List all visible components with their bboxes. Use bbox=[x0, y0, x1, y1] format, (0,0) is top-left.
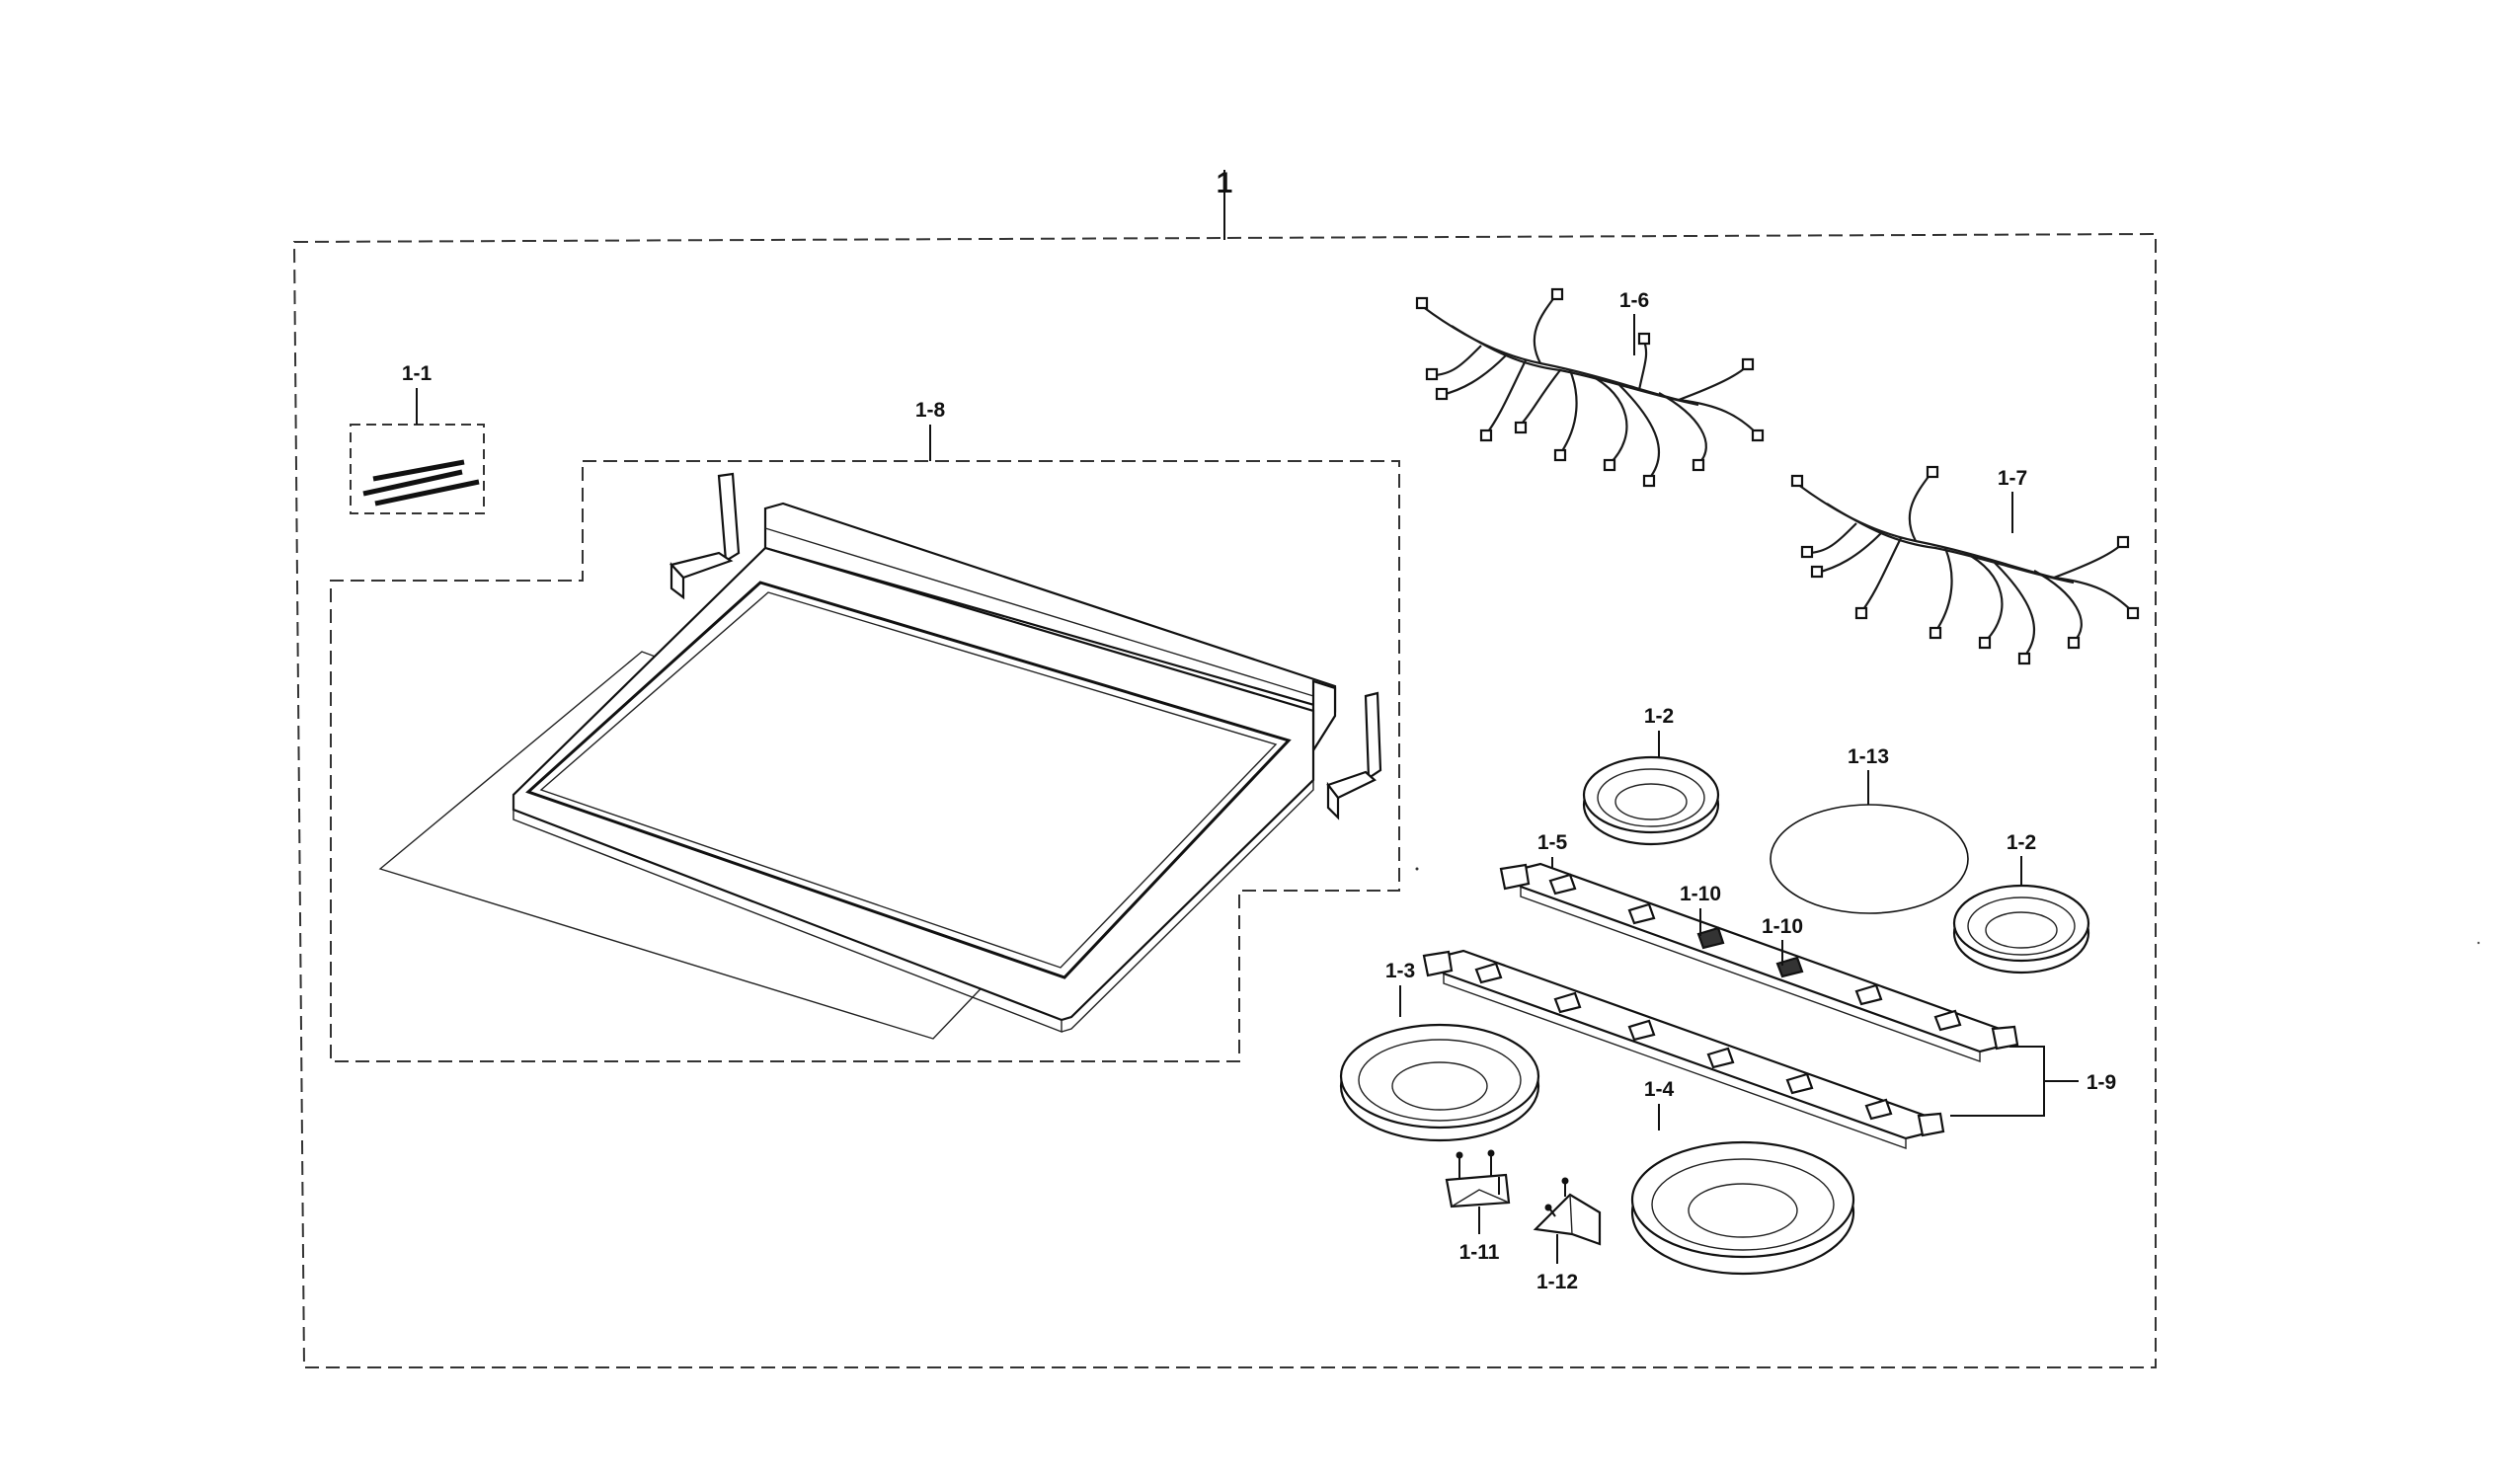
part-1-7-wire-harness: 1-7 bbox=[1790, 465, 2140, 665]
part-1-13-warming-disc: 1-13 bbox=[1770, 745, 1969, 914]
label-1-13: 1-13 bbox=[1848, 745, 1889, 768]
part-1-8-cooktop: 1-8 bbox=[330, 399, 1400, 1062]
label-1-10-b: 1-10 bbox=[1762, 915, 1803, 938]
label-1-6: 1-6 bbox=[1619, 289, 1649, 312]
label-1-5: 1-5 bbox=[1537, 831, 1568, 854]
assembly-1-boundary: 1 bbox=[292, 167, 2157, 1368]
label-1-2-right: 1-2 bbox=[2007, 831, 2036, 854]
part-1-12-bracket: 1-12 bbox=[1533, 1177, 1602, 1293]
label-1-11: 1-11 bbox=[1459, 1241, 1500, 1264]
part-1-1-rods: 1-1 bbox=[350, 362, 485, 514]
label-1-7: 1-7 bbox=[1998, 467, 2027, 490]
part-1-9-support-bracket: 1-9 bbox=[1422, 949, 2116, 1149]
part-1-2-burner-ring-top: 1-2 bbox=[1582, 705, 1720, 846]
part-1-2-burner-ring-right: 1-2 bbox=[1952, 831, 2090, 974]
label-1-2: 1-2 bbox=[1644, 705, 1674, 728]
label-1-1: 1-1 bbox=[402, 362, 433, 385]
label-1-9: 1-9 bbox=[2087, 1071, 2116, 1094]
part-1-4-burner-ring-xlarge: 1-4 bbox=[1630, 1078, 1855, 1276]
label-1: 1 bbox=[1217, 167, 1233, 199]
scan-speck bbox=[2477, 941, 2481, 945]
label-1-4: 1-4 bbox=[1644, 1078, 1675, 1101]
part-1-5-support-bracket: 1-5 bbox=[1499, 831, 2019, 1062]
part-1-3-burner-ring-large: 1-3 bbox=[1339, 960, 1540, 1142]
label-1-3: 1-3 bbox=[1385, 960, 1415, 982]
label-1-12: 1-12 bbox=[1536, 1271, 1578, 1293]
label-1-10-a: 1-10 bbox=[1680, 883, 1721, 905]
label-1-8: 1-8 bbox=[915, 399, 946, 422]
part-1-6-wire-harness: 1-6 bbox=[1415, 287, 1765, 488]
part-1-10-clips: 1-10 1-10 bbox=[1680, 883, 1803, 966]
part-1-11-bracket: 1-11 bbox=[1445, 1149, 1511, 1264]
scan-speck bbox=[1415, 867, 1419, 871]
